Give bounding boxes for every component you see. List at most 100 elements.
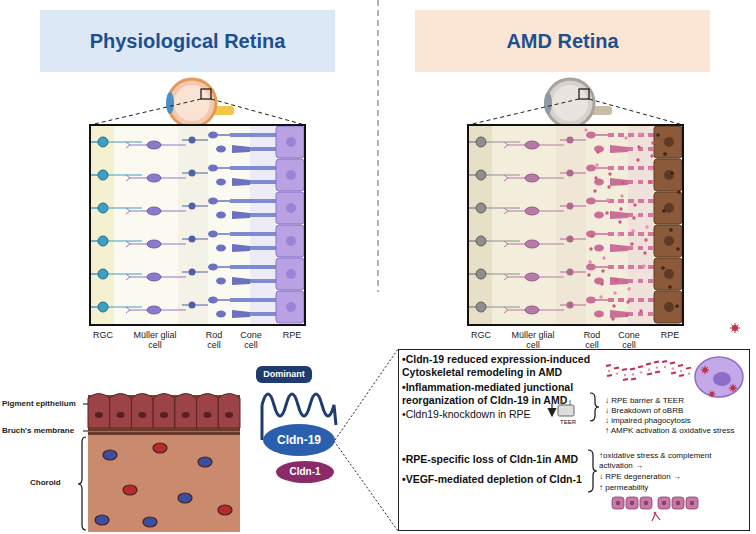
ganglion-cell bbox=[476, 170, 486, 180]
dendrite bbox=[107, 208, 142, 209]
leader-line bbox=[83, 404, 88, 405]
dendrite bbox=[485, 208, 520, 209]
bipolar-cell bbox=[567, 269, 574, 276]
rod-outer-segment bbox=[608, 232, 654, 236]
muller-endfoot bbox=[126, 307, 130, 313]
rpe-cell bbox=[276, 291, 304, 323]
title-box: Physiological Retina bbox=[40, 10, 335, 72]
eyeball bbox=[546, 79, 594, 127]
blood-vessel bbox=[218, 505, 232, 515]
rpe-nucleus bbox=[664, 236, 674, 246]
layer-label: Bruch's membrane bbox=[2, 426, 84, 435]
cone-outer-segment bbox=[250, 312, 276, 316]
epithelial-cell bbox=[197, 394, 219, 429]
choroid-layer bbox=[88, 435, 240, 532]
cone-outer-segment bbox=[250, 213, 276, 217]
zoom-square bbox=[579, 89, 589, 99]
degeneration-debris bbox=[642, 264, 645, 267]
degeneration-debris bbox=[631, 229, 634, 232]
cone-inner-segment bbox=[232, 244, 250, 252]
cell-nucleus bbox=[182, 412, 190, 418]
rpe-cell bbox=[276, 159, 304, 191]
blood-vessel bbox=[153, 443, 167, 453]
retina-band bbox=[468, 125, 492, 325]
degeneration-debris bbox=[624, 136, 627, 139]
ganglion-cell bbox=[476, 203, 486, 213]
rod-outer-segment bbox=[608, 298, 654, 302]
rod-outer-segment bbox=[230, 199, 276, 203]
bipolar-cell bbox=[189, 203, 196, 210]
zoom-line bbox=[211, 99, 305, 125]
muller-cell bbox=[147, 240, 161, 248]
rpe-pigment bbox=[662, 209, 666, 213]
degeneration-debris bbox=[649, 167, 652, 170]
rod-outer-segment bbox=[230, 166, 276, 170]
degeneration-debris bbox=[587, 273, 590, 276]
rpe-cell bbox=[654, 192, 682, 224]
rod-inner-segment bbox=[596, 266, 608, 268]
cone-nucleus bbox=[216, 245, 226, 252]
rod-inner-segment bbox=[218, 134, 230, 136]
panel-title: AMD Retina bbox=[506, 29, 618, 53]
muller-cell bbox=[525, 306, 539, 314]
finding-text: ↓ RPE degeneration → bbox=[599, 472, 747, 482]
degeneration-debris bbox=[584, 128, 587, 131]
muller-endfoot bbox=[126, 241, 130, 247]
rpe-cell bbox=[654, 258, 682, 290]
rod-outer-segment bbox=[230, 265, 276, 269]
zoom-line bbox=[468, 99, 579, 125]
muller-cell bbox=[147, 207, 161, 215]
rpe-nucleus bbox=[286, 236, 296, 246]
blood-vessel bbox=[178, 493, 192, 503]
muller-endfoot bbox=[504, 142, 508, 148]
degeneration-debris bbox=[594, 176, 597, 179]
rod-inner-segment bbox=[218, 200, 230, 202]
ganglion-cell bbox=[98, 203, 108, 213]
retina-panel-frame bbox=[90, 125, 305, 325]
blood-vessel bbox=[103, 450, 117, 460]
bipolar-cell bbox=[189, 137, 196, 144]
finding-text: •Cldn19-knockdown in RPE bbox=[402, 408, 552, 421]
eyeball bbox=[168, 79, 216, 127]
degeneration-debris bbox=[626, 300, 629, 303]
degeneration-debris bbox=[625, 313, 628, 316]
cone-outer-segment bbox=[250, 246, 276, 250]
cell-label: Cone cell bbox=[237, 330, 265, 351]
ganglion-cell bbox=[98, 302, 108, 312]
rod-inner-segment bbox=[218, 299, 230, 301]
degeneration-debris bbox=[618, 220, 621, 223]
cone-nucleus bbox=[216, 278, 226, 285]
epithelial-cell bbox=[110, 394, 132, 429]
retina-band bbox=[628, 125, 654, 325]
degeneration-debris bbox=[599, 295, 602, 298]
cell-nucleus bbox=[160, 412, 168, 418]
epithelial-cell bbox=[88, 394, 110, 429]
rpe-pigment bbox=[668, 285, 672, 289]
degeneration-debris bbox=[645, 225, 648, 228]
panel-divider bbox=[377, 0, 379, 292]
muller-endfoot bbox=[504, 307, 508, 313]
rpe-nucleus bbox=[286, 170, 296, 180]
degeneration-debris bbox=[611, 317, 614, 320]
finding-text: ↑ permeability bbox=[599, 483, 747, 493]
protein-name: Cldn-19 bbox=[277, 433, 321, 447]
rod-outer-segment bbox=[608, 133, 654, 137]
cell-label: Cone cell bbox=[615, 330, 643, 351]
degeneration-debris bbox=[596, 150, 599, 153]
dendrite bbox=[107, 307, 142, 308]
cone-inner-segment bbox=[610, 211, 628, 219]
cone-outer-segment bbox=[628, 180, 654, 184]
degeneration-debris bbox=[595, 163, 598, 166]
muller-endfoot bbox=[504, 175, 508, 181]
muller-cell bbox=[525, 141, 539, 149]
dendrite bbox=[485, 274, 520, 275]
pathogen-icon bbox=[732, 325, 738, 331]
rpe-nucleus bbox=[664, 269, 674, 279]
eye-lens bbox=[544, 92, 552, 114]
finding-text: •Cldn-19 reduced expression-induced Cyto… bbox=[402, 353, 602, 378]
rod-outer-segment bbox=[608, 265, 654, 269]
muller-cell bbox=[147, 141, 161, 149]
rod-nucleus bbox=[208, 264, 218, 271]
degeneration-debris bbox=[602, 256, 605, 259]
